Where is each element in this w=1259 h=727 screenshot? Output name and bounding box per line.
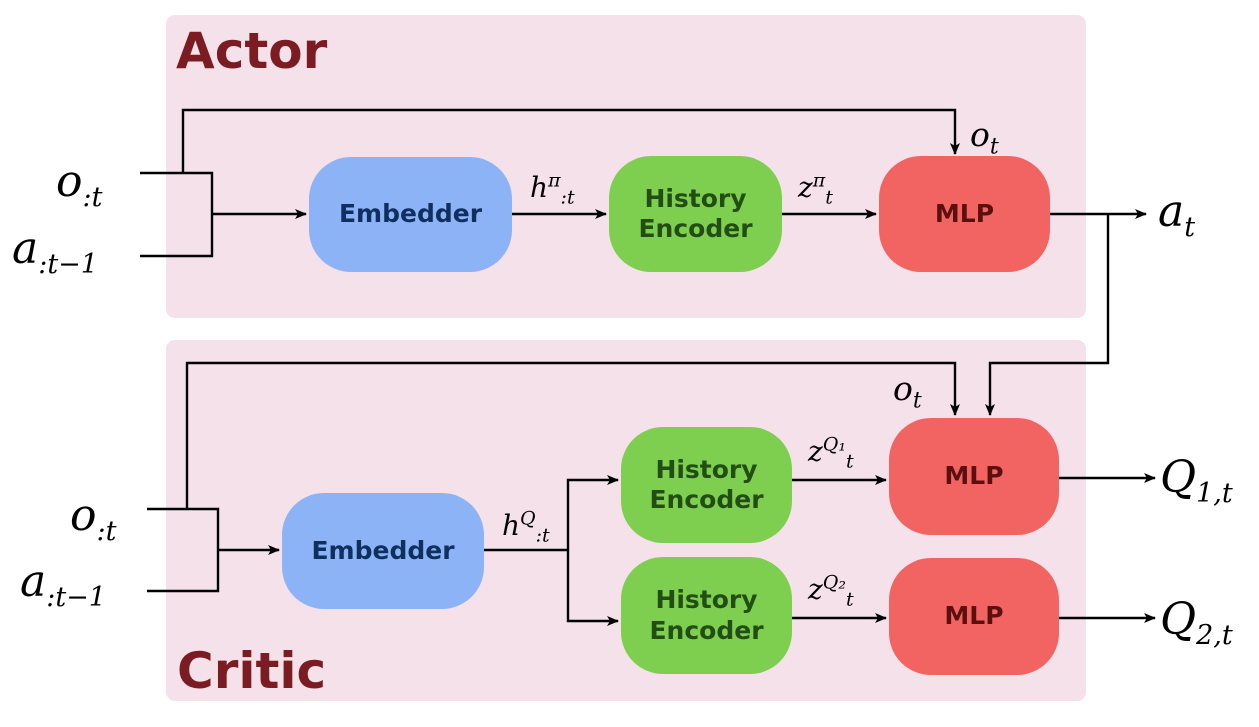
critic-mlp-2-box: MLP xyxy=(889,558,1059,675)
actor-obs-input-wire xyxy=(140,171,214,214)
actor-mlp-box: MLP xyxy=(879,156,1050,272)
critic-obs-input-wire xyxy=(147,507,220,550)
critic-title: Critic xyxy=(177,642,327,700)
actor-latent-label: zπt xyxy=(798,169,833,209)
actor-skip-obs-label: ot xyxy=(970,115,999,160)
actor-obs-input-label: o:t xyxy=(56,156,103,213)
critic-encoder1-label-line2: Encoder xyxy=(649,485,764,514)
critic-mlp2-label: MLP xyxy=(944,601,1004,631)
actor-embedding-label: hπ:t xyxy=(530,169,575,209)
critic-embedder-box: Embedder xyxy=(282,493,484,609)
actor-act-input-label: a:t−1 xyxy=(12,223,98,280)
actor-encoder-label-line2: Encoder xyxy=(638,214,753,243)
critic-obs-skip-arrow xyxy=(185,361,960,509)
actor-embedder-label: Embedder xyxy=(338,199,483,229)
critic-output1-label: Q1,t xyxy=(1160,452,1233,509)
critic-encoder2-label-line2: Encoder xyxy=(649,615,764,645)
actor-mlp-label: MLP xyxy=(934,198,995,228)
critic-latent1-label: zQ₁t xyxy=(808,433,854,473)
critic-embedding-label: hQ:t xyxy=(502,507,550,547)
critic-act-input-wire xyxy=(147,550,220,593)
critic-encoder1-label-line1: History xyxy=(655,454,758,484)
critic-skip-obs-label: ot xyxy=(893,369,922,414)
critic-embedding-to-encoder1-arrow xyxy=(566,475,619,550)
critic-embedder-label: Embedder xyxy=(311,535,455,565)
actor-history-encoder-box: History Encoder xyxy=(609,156,782,272)
critic-encoder2-label-line1: History xyxy=(655,585,758,614)
critic-history-encoder-2-box: History Encoder xyxy=(621,557,792,674)
critic-act-input-label: a:t−1 xyxy=(20,556,106,613)
critic-obs-input-label: o:t xyxy=(70,490,117,547)
critic-mlp1-label: MLP xyxy=(944,461,1004,491)
actor-title: Actor xyxy=(176,22,328,80)
actor-action-to-critic-arrow xyxy=(985,214,1110,416)
actor-obs-skip-arrow xyxy=(181,108,960,173)
actor-act-input-wire xyxy=(140,214,214,258)
critic-latent2-label: zQ₂t xyxy=(808,571,854,611)
actor-embedder-box: Embedder xyxy=(309,157,512,272)
critic-output2-label: Q2,t xyxy=(1160,594,1233,651)
actor-output-label: at xyxy=(1158,186,1196,243)
actor-encoder-label-line1: History xyxy=(644,183,747,213)
critic-history-encoder-1-box: History Encoder xyxy=(621,427,792,543)
critic-embedding-to-encoder2-arrow xyxy=(566,550,619,626)
critic-mlp-1-box: MLP xyxy=(889,418,1059,535)
